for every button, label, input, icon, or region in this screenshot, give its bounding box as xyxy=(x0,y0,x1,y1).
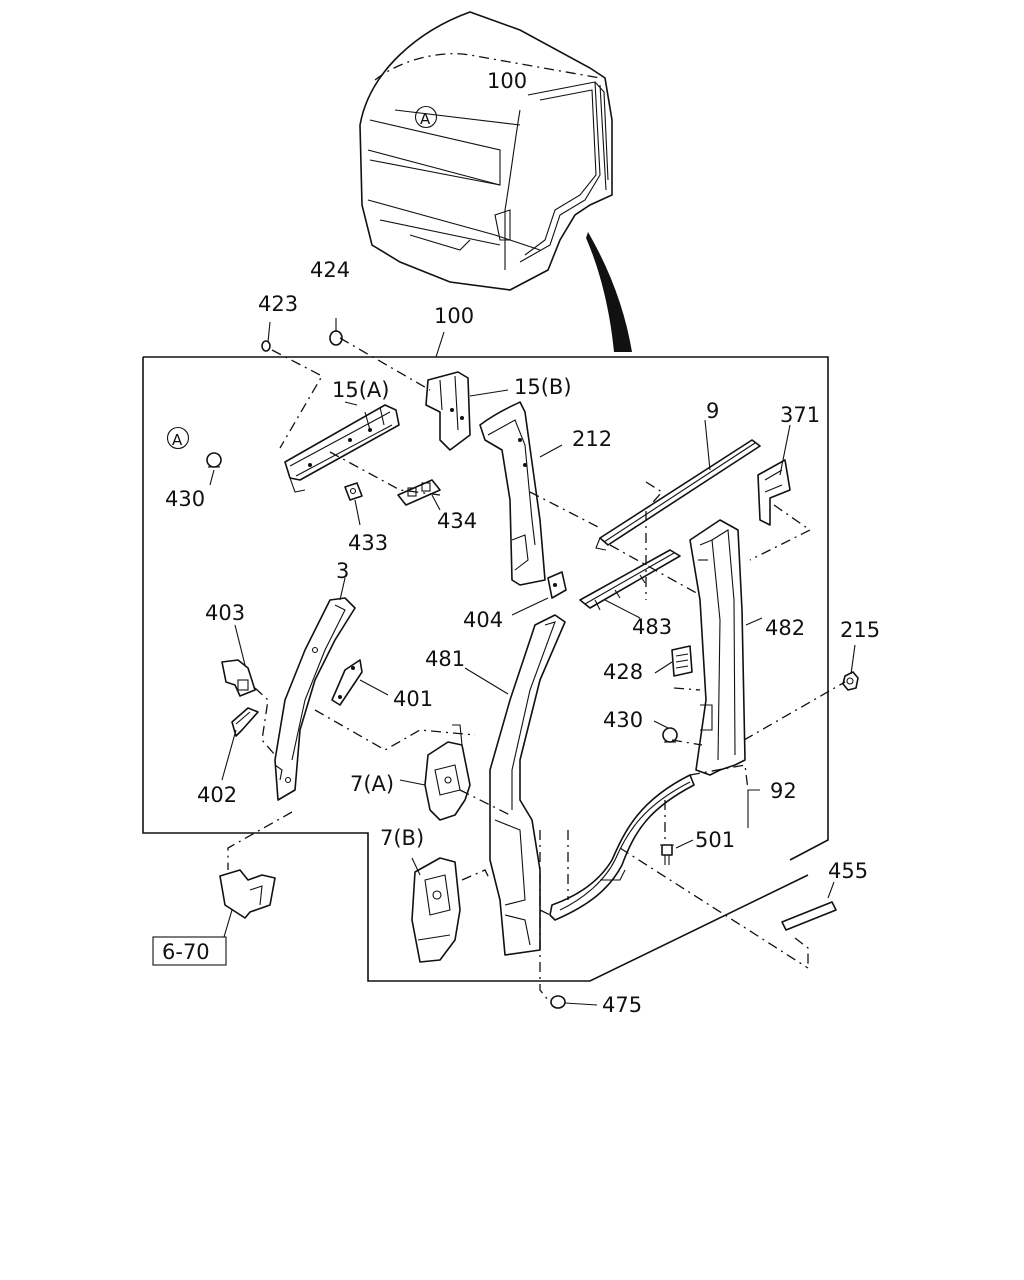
cab-illustration xyxy=(359,11,613,291)
label-430-right: 430 xyxy=(603,708,643,732)
label-423: 423 xyxy=(258,292,298,316)
label-100: 100 xyxy=(434,304,474,328)
label-402: 402 xyxy=(197,783,237,807)
part-430-clip-left xyxy=(206,452,222,468)
label-15a: 15(A) xyxy=(332,378,389,402)
label-481: 481 xyxy=(425,647,465,671)
label-3: 3 xyxy=(336,559,349,583)
part-7b-hinge xyxy=(411,857,461,963)
diagram-frame xyxy=(142,356,829,982)
label-marker-a-left: A xyxy=(172,431,183,449)
part-15a-bracket xyxy=(284,404,400,493)
part-403-clip xyxy=(221,659,256,697)
label-424: 424 xyxy=(310,258,350,282)
label-ref-6-70[interactable]: 6-70 xyxy=(162,940,210,964)
label-501: 501 xyxy=(695,828,735,852)
part-7a-hinge xyxy=(424,724,471,821)
circle-marker-a-left xyxy=(166,426,190,450)
part-401-bracket xyxy=(331,659,363,706)
label-433: 433 xyxy=(348,531,388,555)
part-404-bracket xyxy=(547,571,567,599)
label-482: 482 xyxy=(765,616,805,640)
part-475-ring xyxy=(550,995,566,1009)
part-483-channel xyxy=(579,549,681,611)
part-428-clip xyxy=(671,645,693,677)
part-labels: 100 A 424 423 100 15(B) 15(A) A 430 433 … xyxy=(152,69,880,1017)
part-433-plate xyxy=(344,482,363,501)
label-9: 9 xyxy=(706,399,719,423)
cab-arrow xyxy=(586,232,632,352)
label-15b: 15(B) xyxy=(514,375,572,399)
label-434: 434 xyxy=(437,509,477,533)
label-455: 455 xyxy=(828,859,868,883)
part-482-pillar xyxy=(689,519,746,776)
part-501-screw xyxy=(660,844,674,865)
part-434-plate xyxy=(397,479,441,506)
part-92-wheelhouse-trim xyxy=(549,774,695,921)
part-212-pillar-trim xyxy=(479,401,546,586)
part-371-bracket xyxy=(757,459,791,526)
label-marker-a-cab: A xyxy=(420,110,431,128)
part-6-70-bracket xyxy=(219,869,276,919)
label-7b: 7(B) xyxy=(380,826,424,850)
part-455-strip xyxy=(781,901,837,931)
leader-lines xyxy=(209,318,856,1006)
part-481-pillar xyxy=(489,614,566,956)
label-483: 483 xyxy=(632,615,672,639)
label-430-left: 430 xyxy=(165,487,205,511)
part-423-dot xyxy=(261,340,271,352)
label-212: 212 xyxy=(572,427,612,451)
circle-marker-a-cab xyxy=(414,105,438,129)
label-215: 215 xyxy=(840,618,880,642)
label-403: 403 xyxy=(205,601,245,625)
label-475: 475 xyxy=(602,993,642,1017)
label-401: 401 xyxy=(393,687,433,711)
ref-box-6-70 xyxy=(152,936,227,966)
part-9-roof-rail xyxy=(595,439,761,551)
label-7a: 7(A) xyxy=(350,772,394,796)
label-371: 371 xyxy=(780,403,820,427)
label-404: 404 xyxy=(463,608,503,632)
part-430-clip-right xyxy=(662,727,678,743)
label-100-cab: 100 xyxy=(487,69,527,93)
part-215-nut xyxy=(842,671,859,691)
part-3-pillar xyxy=(274,597,356,801)
part-15b-bracket xyxy=(425,371,471,451)
label-428: 428 xyxy=(603,660,643,684)
label-92: 92 xyxy=(770,779,797,803)
